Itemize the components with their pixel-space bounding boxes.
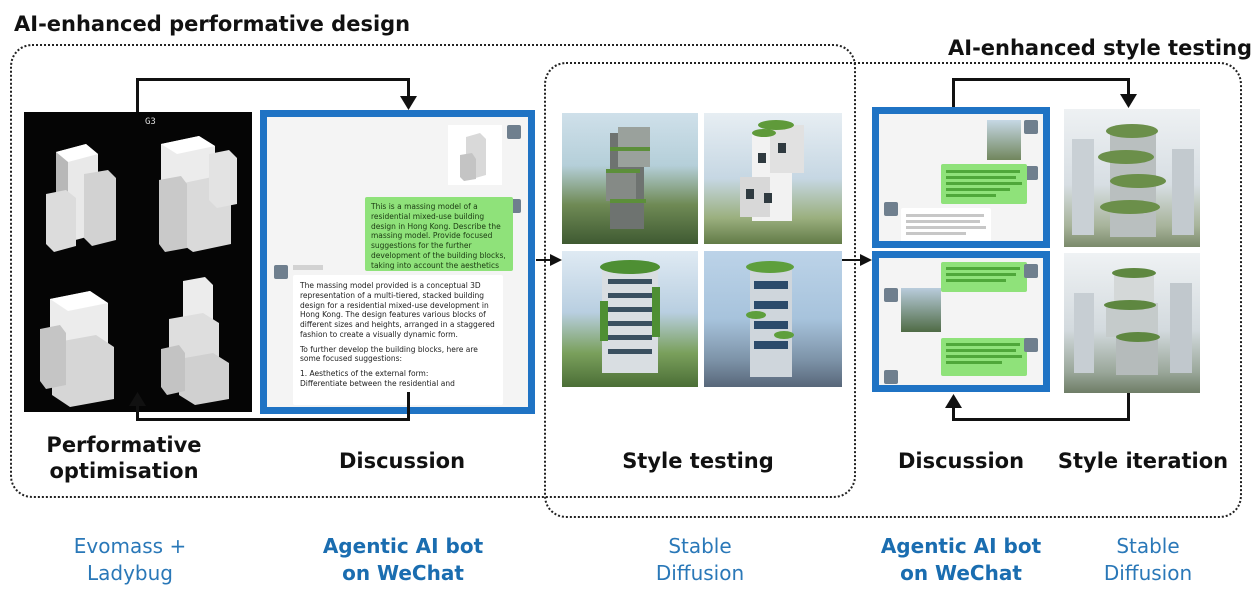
loop-arrow-top-horizontal	[136, 78, 410, 81]
style-render-3	[562, 251, 698, 387]
bot-reply-p1: The massing model provided is a conceptu…	[300, 281, 495, 339]
chat-screenshot-2b	[872, 251, 1050, 392]
loop2-arrow-bottom-right-vertical	[1127, 393, 1130, 421]
label-discussion-1: Discussion	[338, 449, 466, 473]
label-style-iteration: Style iteration	[1057, 449, 1229, 473]
loop-arrow-bottom-horizontal	[136, 418, 410, 421]
right-section-title: AI-enhanced style testing	[948, 36, 1253, 60]
tool-agentic-ai-bot-1: Agentic AI bot on WeChat	[322, 534, 484, 585]
label-style-testing: Style testing	[622, 449, 774, 473]
arrowhead-right-1	[550, 254, 562, 266]
user-avatar-4	[1024, 166, 1038, 180]
bot-avatar-4	[884, 370, 898, 384]
label-performative-optimisation: Performative optimisation	[46, 433, 202, 484]
bot-avatar-2	[884, 202, 898, 216]
style-render-4	[704, 251, 842, 387]
user-message-bubble: This is a massing model of a residential…	[365, 197, 513, 271]
massing-model-grid: G3	[24, 112, 252, 412]
performative-design-region	[10, 44, 856, 498]
tool-stable-diffusion-2: Stable Diffusion	[1103, 534, 1193, 585]
style-render-2	[704, 113, 842, 244]
massing-tag: G3	[145, 117, 156, 127]
style-iteration-render-1	[1064, 109, 1200, 247]
user-avatar-6	[1024, 338, 1038, 352]
user-avatar-3	[1024, 120, 1038, 134]
loop2-arrow-top-horizontal	[952, 78, 1130, 81]
render-thumbnail-2	[901, 288, 941, 332]
loop-arrow-top-left-vertical	[136, 80, 139, 112]
render-thumbnail	[987, 120, 1021, 160]
massing-cell-4	[139, 259, 250, 410]
user-avatar-5	[1024, 264, 1038, 278]
arrowhead-down-1	[400, 96, 417, 110]
user-message-bubble-3	[941, 262, 1027, 292]
bot-avatar	[274, 265, 288, 279]
chat-screenshot-1: This is a massing model of a residential…	[260, 110, 535, 414]
loop2-arrow-top-right-vertical	[1127, 78, 1130, 98]
chat-screenshot-2a	[872, 107, 1050, 248]
tool-evomass-ladybug: Evomass + Ladybug	[73, 534, 187, 585]
loop-arrow-bottom-left-vertical	[136, 400, 139, 420]
bot-reply-bubble: The massing model provided is a conceptu…	[293, 275, 503, 405]
tool-stable-diffusion-1: Stable Diffusion	[655, 534, 745, 585]
style-testing-region	[544, 62, 1242, 518]
loop2-arrow-bottom-horizontal	[952, 418, 1130, 421]
style-iteration-render-2	[1064, 253, 1200, 393]
arrowhead-up-2	[945, 394, 962, 408]
user-message-bubble-4	[941, 338, 1027, 376]
user-avatar	[507, 125, 521, 139]
bot-reply-p3: 1. Aesthetics of the external form: Diff…	[300, 369, 455, 388]
user-message-bubble-2	[941, 164, 1027, 204]
left-section-title: AI-enhanced performative design	[14, 12, 411, 36]
loop-arrow-top-right-vertical	[407, 78, 410, 100]
arrowhead-right-2	[860, 254, 872, 266]
massing-thumbnail	[448, 125, 502, 185]
massing-cell-1	[26, 114, 136, 256]
loop2-arrow-top-left-vertical	[952, 80, 955, 107]
loop2-arrow-bottom-left-vertical	[952, 404, 955, 420]
tool-agentic-ai-bot-2: Agentic AI bot on WeChat	[880, 534, 1042, 585]
massing-cell-2: G3	[139, 114, 250, 256]
arrowhead-up-1	[129, 392, 146, 406]
massing-cell-3	[26, 259, 136, 410]
bot-avatar-3	[884, 288, 898, 302]
bot-reply-bubble-2	[901, 208, 991, 241]
arrow-to-discussion-2-line	[842, 259, 862, 261]
arrow-to-style-testing-line	[536, 259, 552, 261]
label-discussion-2: Discussion	[897, 449, 1025, 473]
bot-reply-p2: To further develop the building blocks, …	[300, 344, 478, 364]
arrowhead-down-2	[1120, 94, 1137, 108]
bot-name-blur	[293, 265, 323, 270]
style-render-1	[562, 113, 698, 244]
loop-arrow-bottom-right-vertical	[407, 392, 410, 420]
